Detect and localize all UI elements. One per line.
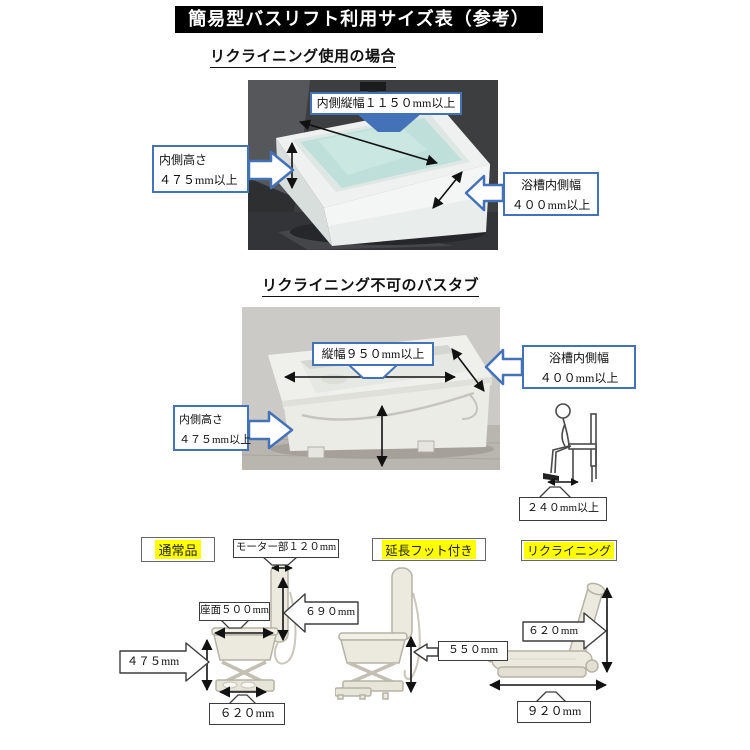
- callout-line: 内側高さ: [159, 153, 208, 167]
- callout-length-950: 縦幅９５０mm以上: [312, 342, 434, 366]
- blue-arrow-inner-height-2: [247, 410, 294, 450]
- pointer-inner-length: [356, 113, 422, 132]
- dim-back-height: ６９０mm: [304, 606, 356, 618]
- callout-line: 内側高さ: [179, 414, 223, 426]
- callout-inner-length: 内側縦幅１１５０mm以上: [310, 92, 462, 115]
- normal-product-dimension-arrows: [201, 564, 293, 698]
- pointer-motor: [261, 556, 299, 566]
- dim-seat: 座面５００mm: [199, 602, 270, 621]
- pointer-length-950: [346, 364, 400, 379]
- label-extended-foot: 延長フット付き: [372, 538, 486, 561]
- callout-line: 浴槽内側幅: [548, 351, 609, 365]
- blue-arrow-inner-width-2: [484, 348, 524, 386]
- page-title: 簡易型バスリフト利用サイズ表（参考）: [175, 6, 543, 33]
- extension-foot: [335, 687, 372, 697]
- callout-inner-height-2: 内側高さ ４７５mm以上: [173, 405, 252, 451]
- callout-seat-clearance: ２４０mm以上: [519, 497, 607, 521]
- blue-arrow-inner-height-1: [247, 150, 295, 190]
- photo1-dimension-arrows: [286, 119, 463, 209]
- label-normal-product: 通常品: [141, 537, 215, 562]
- faucet-shape: [360, 82, 386, 91]
- callout-line: ４７５mm以上: [179, 434, 252, 446]
- section-no-reclining-heading: リクライニング不可のバスタブ: [262, 274, 480, 297]
- section-reclining-heading: リクライニング使用の場合: [210, 45, 397, 68]
- seated-person-figure: [543, 403, 597, 482]
- block-arrow-620-reclining: [522, 612, 607, 650]
- callout-line: 浴槽内側幅: [520, 178, 581, 192]
- dim-back-length: ６２０mm: [527, 625, 579, 637]
- callout-inner-width-2: 浴槽内側幅 ４００mm以上: [522, 345, 636, 389]
- dim-total-length: ９２０mm: [517, 701, 591, 723]
- pointer-seat: [219, 619, 251, 629]
- reclining-dimension-arrows: [488, 586, 613, 691]
- callout-inner-width-1: 浴槽内側幅 ４００mm以上: [503, 172, 599, 216]
- blue-arrow-inner-width-1: [464, 174, 505, 212]
- callout-line: ４００mm以上: [539, 371, 619, 385]
- dim-extended-height: ５５０mm: [438, 641, 508, 661]
- bath-lift-extended-foot-image: [335, 567, 421, 700]
- callout-line: ４７５mm以上: [159, 173, 238, 187]
- callout-inner-height-1: 内側高さ ４７５mm以上: [152, 145, 249, 193]
- small-arrow-550: [413, 643, 439, 662]
- dim-motor: モーター部１２０mm: [233, 539, 339, 558]
- dim-base-width: ６２０mm: [209, 703, 285, 725]
- dim-seat-height: ４７５mm: [126, 656, 180, 668]
- label-reclining: リクライニング: [521, 540, 617, 561]
- chair-back: [590, 413, 597, 467]
- callout-line: ４００mm以上: [511, 198, 591, 212]
- block-arrow-690: [283, 593, 359, 633]
- block-arrow-475: [119, 642, 210, 682]
